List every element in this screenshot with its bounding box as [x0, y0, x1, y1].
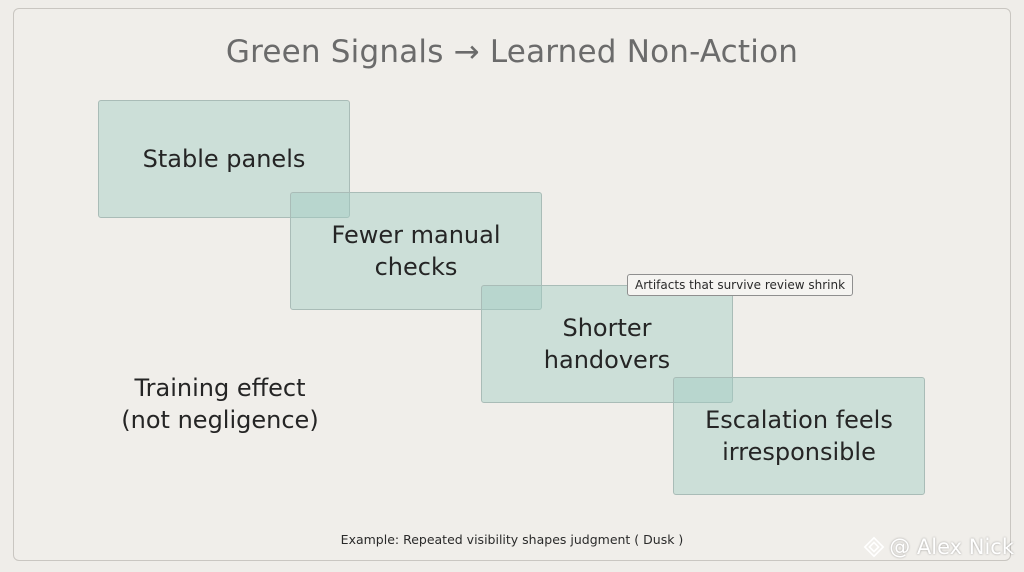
step-label-line: Escalation feels [705, 406, 893, 434]
step-label-line: checks [374, 253, 458, 281]
step-label-line: handovers [543, 346, 671, 374]
side-note-line: Training effect [134, 374, 306, 402]
step-box-escalation-feels-irresponsible: Escalation feels irresponsible [673, 377, 925, 495]
step-box-fewer-manual-checks: Fewer manual checks [290, 192, 542, 310]
step-label-line: Shorter [562, 314, 652, 342]
binance-diamond-icon [863, 536, 885, 558]
step-box-stable-panels: Stable panels [98, 100, 350, 218]
side-note-line: (not negligence) [121, 406, 319, 434]
example-caption: Example: Repeated visibility shapes judg… [340, 532, 684, 547]
step-label-line: Stable panels [142, 145, 306, 173]
step-label-line: Fewer manual [331, 221, 501, 249]
step-box-shorter-handovers: Shorter handovers [481, 285, 733, 403]
step-label-line: irresponsible [722, 438, 876, 466]
callout-label: Artifacts that survive review shrink [627, 274, 854, 296]
watermark: @ Alex Nick [863, 535, 1014, 559]
watermark-text: @ Alex Nick [889, 535, 1014, 559]
side-note: Training effect (not negligence) [110, 372, 330, 436]
diagram-title: Green Signals → Learned Non-Action [225, 34, 799, 70]
